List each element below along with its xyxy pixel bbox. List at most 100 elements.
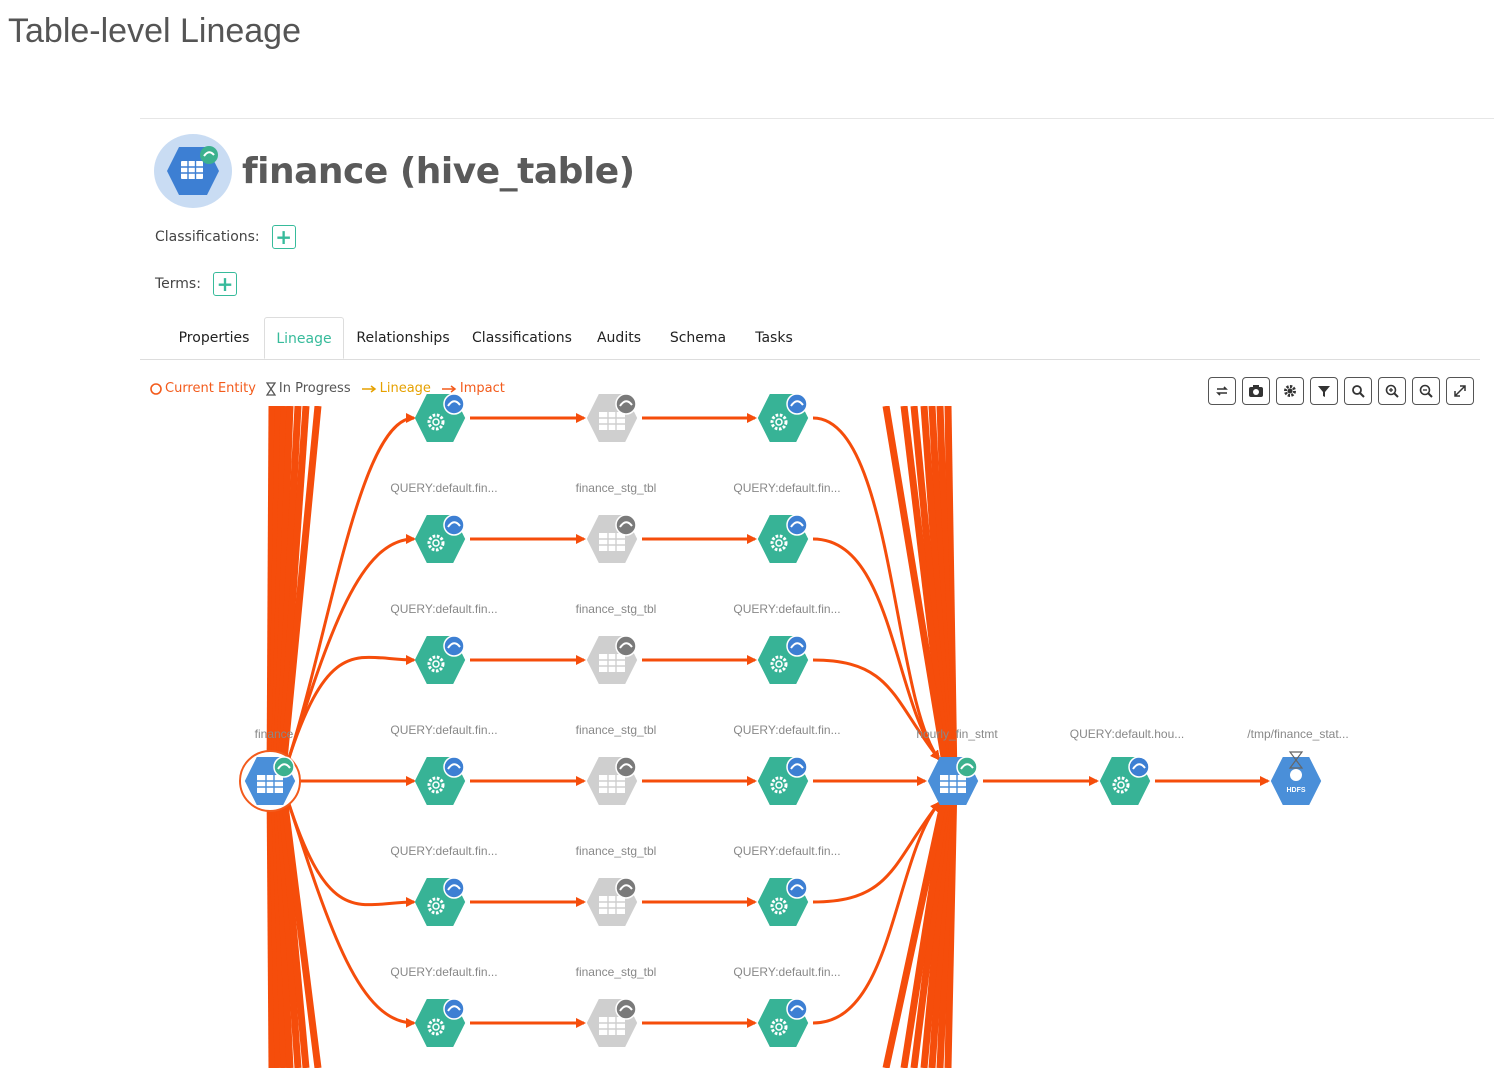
- entity-detail-panel: finance (hive_table) Classifications: + …: [140, 118, 1494, 1089]
- gear-icon: [770, 413, 788, 431]
- edge-source-to-process: [286, 654, 416, 762]
- zoom-in-button[interactable]: [1378, 377, 1406, 405]
- zoom-in-icon: [1385, 384, 1399, 398]
- hive-badge-icon: [615, 998, 637, 1020]
- hive-badge-icon: [615, 393, 637, 415]
- gear-center: [432, 418, 440, 426]
- legend-lineage: Lineage: [361, 381, 431, 396]
- edge-source-to-process: [286, 413, 416, 762]
- gear-center: [775, 781, 783, 789]
- hive-badge-icon: [443, 998, 465, 1020]
- process-label: QUERY:default.fin...: [390, 481, 497, 495]
- hive-badge-icon: [786, 877, 808, 899]
- table-icon: [599, 1017, 625, 1035]
- tab-lineage[interactable]: Lineage: [264, 317, 344, 359]
- badge-glyph: [619, 763, 633, 770]
- gear-center: [775, 418, 783, 426]
- page-title: Table-level Lineage: [8, 12, 301, 50]
- gear-icon: [1284, 385, 1296, 397]
- hive-badge-icon: [443, 514, 465, 536]
- tab-bar: Properties Lineage Relationships Classif…: [140, 317, 1480, 360]
- entity-title: finance (hive_table): [242, 150, 635, 192]
- lineage-arrow-icon: [361, 384, 376, 393]
- zoom-out-button[interactable]: [1412, 377, 1440, 405]
- filter-icon: [1318, 386, 1330, 397]
- badge-glyph: [447, 400, 461, 407]
- process-label: QUERY:default.fin...: [390, 844, 497, 858]
- gear-center: [432, 1023, 440, 1031]
- hive-badge-icon: [443, 393, 465, 415]
- fan-edge-lower-left: [278, 780, 322, 1068]
- tab-schema[interactable]: Schema: [669, 330, 727, 346]
- edge-process-to-target: [812, 801, 941, 904]
- tab-classifications[interactable]: Classifications: [472, 330, 572, 346]
- search-button[interactable]: [1344, 377, 1372, 405]
- lineage-legend: Current Entity In Progress Lineage Impac…: [150, 381, 505, 396]
- gear-icon: [427, 1018, 445, 1036]
- gear-icon: [770, 1018, 788, 1036]
- gear-icon: [427, 655, 445, 673]
- hive-badge-icon: [615, 514, 637, 536]
- fullscreen-button[interactable]: [1446, 377, 1474, 405]
- process-label: QUERY:default.fin...: [733, 481, 840, 495]
- legend-current-entity: Current Entity: [150, 381, 256, 396]
- tab-relationships[interactable]: Relationships: [356, 330, 450, 346]
- badge-glyph: [619, 884, 633, 891]
- edge-process-to-target: [812, 658, 941, 761]
- current-entity-circle-icon: [150, 382, 162, 395]
- hive-badge-icon: [443, 635, 465, 657]
- gear-center: [775, 660, 783, 668]
- screenshot-button[interactable]: [1242, 377, 1270, 405]
- tab-properties[interactable]: Properties: [178, 330, 250, 346]
- settings-button[interactable]: [1276, 377, 1304, 405]
- edge-process-to-target: [812, 416, 941, 761]
- refresh-button[interactable]: [1208, 377, 1236, 405]
- add-term-button[interactable]: +: [212, 272, 237, 296]
- tab-audits[interactable]: Audits: [596, 330, 641, 346]
- gear-center: [432, 660, 440, 668]
- query-process-label: QUERY:default.hou...: [1070, 727, 1185, 741]
- badge-glyph: [790, 763, 804, 770]
- fan-edge-upper-right: [900, 406, 953, 782]
- badge-glyph: [790, 400, 804, 407]
- gear-center: [775, 1023, 783, 1031]
- hive-badge-icon: [786, 514, 808, 536]
- process-label: QUERY:default.fin...: [390, 602, 497, 616]
- entity-header: finance (hive_table): [154, 133, 635, 209]
- gear-center: [1117, 781, 1125, 789]
- table-icon: [940, 775, 966, 793]
- hive-badge-icon: [443, 877, 465, 899]
- process-label: QUERY:default.fin...: [733, 844, 840, 858]
- terms-row: Terms: +: [155, 272, 237, 296]
- tab-tasks[interactable]: Tasks: [755, 330, 793, 346]
- legend-impact: Impact: [441, 381, 505, 396]
- badge-glyph: [619, 1005, 633, 1012]
- classifications-row: Classifications: +: [155, 225, 296, 249]
- hive-badge-icon: [956, 756, 978, 778]
- badge-glyph: [790, 642, 804, 649]
- classifications-label: Classifications:: [155, 229, 260, 245]
- gear-icon: [770, 776, 788, 794]
- hive-badge-icon: [615, 756, 637, 778]
- hive-table-entity-icon: [154, 134, 232, 208]
- fan-edge-lower-right: [882, 780, 952, 1068]
- stage-table-label: finance_stg_tbl: [576, 481, 657, 495]
- camera-icon: [1249, 385, 1263, 397]
- badge-glyph: [447, 763, 461, 770]
- expand-icon: [1454, 385, 1466, 397]
- stage-table-label: finance_stg_tbl: [576, 965, 657, 979]
- target-table-label: hourly_fin_stmt: [916, 727, 998, 741]
- gear-icon: [1112, 776, 1130, 794]
- zoom-out-icon: [1419, 384, 1433, 398]
- filter-button[interactable]: [1310, 377, 1338, 405]
- hive-badge-icon: [786, 756, 808, 778]
- process-label: QUERY:default.fin...: [390, 965, 497, 979]
- hive-badge-icon: [615, 877, 637, 899]
- badge-glyph: [619, 642, 633, 649]
- gear-center: [775, 902, 783, 910]
- gear-center: [432, 902, 440, 910]
- badge-glyph: [790, 1005, 804, 1012]
- add-classification-button[interactable]: +: [271, 225, 296, 249]
